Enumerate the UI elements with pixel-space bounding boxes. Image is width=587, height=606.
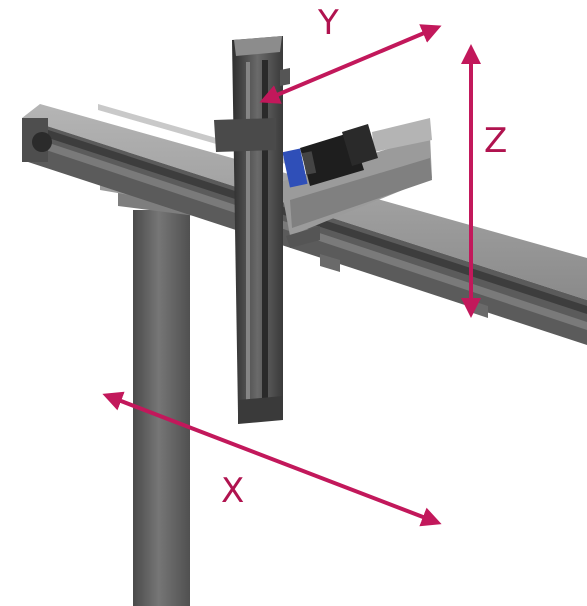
y-axis-label: Y: [318, 3, 339, 43]
axis-arrows: [102, 24, 481, 527]
x-axis-arrow: [102, 391, 442, 527]
y-axis-arrow: [259, 24, 442, 104]
support-column: [100, 178, 196, 606]
x-axis-label: X: [221, 471, 245, 511]
y-carriage: [280, 118, 432, 248]
servo-motor: [282, 124, 378, 188]
z-axis-label: Z: [484, 121, 508, 161]
